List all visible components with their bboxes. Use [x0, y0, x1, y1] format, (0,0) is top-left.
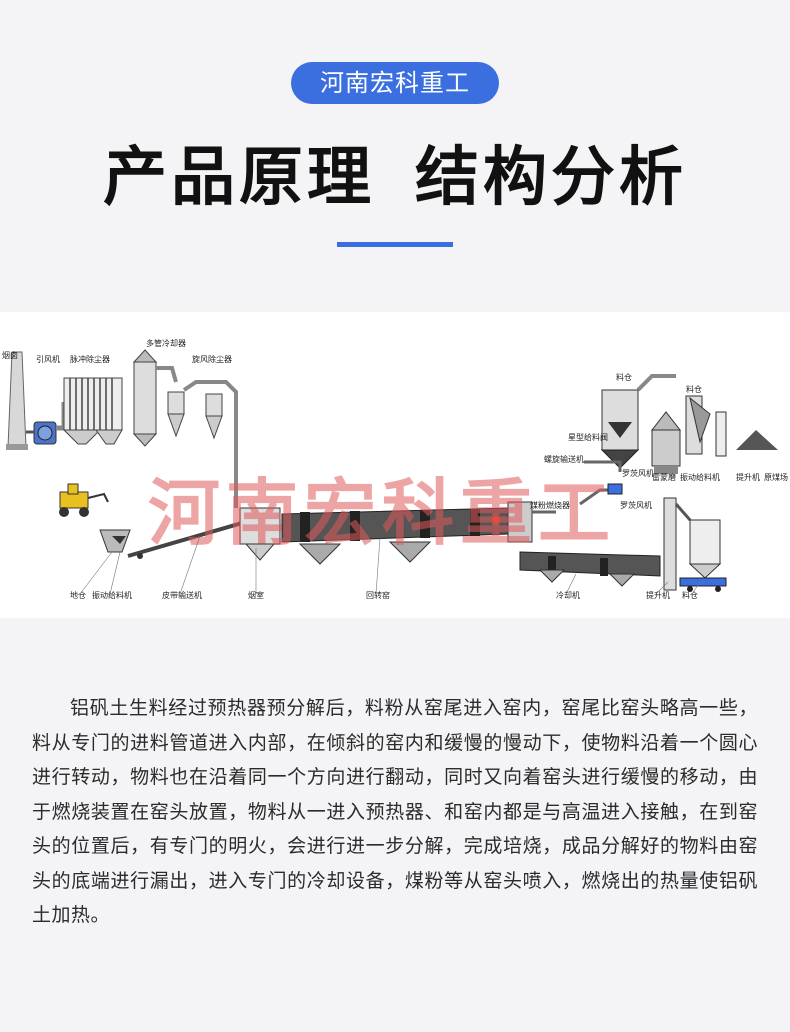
- label-raw-bin: 料仓: [616, 372, 632, 382]
- screw-feeder-line-shape: [579, 460, 623, 506]
- label-product-bin: 料仓: [682, 590, 698, 600]
- label-screw-conveyor: 螺旋输送机: [544, 454, 584, 464]
- label-feeder-valve: 星型给料阀: [568, 432, 608, 442]
- process-flow-diagram: 烟囱 引风机 脉冲除尘器 多管冷却器 旋风除尘器 料仓 星型给料阀 螺旋输送机 …: [0, 312, 790, 618]
- title-part-2: 结构分析: [415, 141, 687, 215]
- label-pit: 地仓: [70, 590, 86, 600]
- brand-badge: 河南宏科重工: [291, 62, 499, 104]
- label-pulse-dust: 脉冲除尘器: [70, 354, 110, 364]
- wheel-loader-shape: [59, 483, 109, 517]
- product-bin-shape: [679, 519, 727, 592]
- label-vib-feeder: 振动给料机: [92, 590, 132, 600]
- label-coal-burner: 煤粉燃烧器: [530, 500, 570, 510]
- cyclone-collectors-shape: [167, 380, 238, 508]
- label-vib-feeder-r: 振动给料机: [680, 472, 720, 482]
- label-multi-cooler: 多管冷却器: [146, 338, 186, 348]
- label-kiln-tail: 烟室: [248, 590, 264, 600]
- pulse-dust-collector-shape: [62, 377, 123, 445]
- cooler-shape: [519, 551, 661, 587]
- chimney-shape: [6, 351, 28, 450]
- raymond-mill-shape: [650, 411, 682, 474]
- coal-stockpile-shape: [736, 430, 778, 450]
- kiln-head-shape: [507, 501, 556, 543]
- label-belt: 皮带输送机: [162, 590, 202, 600]
- ground-pit-shape: [99, 529, 131, 553]
- label-mill: 雷蒙磨: [652, 472, 676, 482]
- title-part-1: 产品原理: [103, 141, 375, 215]
- process-diagram-svg: 烟囱 引风机 脉冲除尘器 多管冷却器 旋风除尘器 料仓 星型给料阀 螺旋输送机 …: [2, 338, 788, 600]
- label-hoist: 提升机: [646, 590, 670, 600]
- label-hoist-r: 提升机: [736, 472, 760, 482]
- rotary-kiln-shape: [281, 507, 511, 565]
- label-roots-fan-1: 罗茨风机: [622, 468, 654, 478]
- coal-hoist-shape: [685, 395, 727, 457]
- label-roots-fan-2: 罗茨风机: [620, 500, 652, 510]
- label-raw-bin-2: 料仓: [686, 384, 702, 394]
- principle-description: 铝矾土生料经过预热器预分解后，料粉从窑尾进入窑内，窑尾比窑头略高一些，料从专门的…: [32, 697, 758, 926]
- title-underline: [337, 242, 453, 247]
- smoke-chamber-shape: [239, 507, 281, 561]
- label-induced-fan: 引风机: [36, 354, 60, 364]
- label-rotary-kiln: 回转窑: [366, 590, 390, 600]
- label-chimney: 烟囱: [2, 350, 18, 360]
- product-hoist-shape: [663, 497, 692, 591]
- label-cyclone-dust: 旋风除尘器: [192, 354, 232, 364]
- page-title: 产品原理结构分析: [0, 138, 790, 218]
- multi-tube-cooler-shape: [132, 349, 178, 447]
- brand-watermark: 河南宏科重工: [148, 471, 616, 555]
- label-stockpile: 原煤场: [764, 472, 788, 482]
- leader-lines: [79, 535, 701, 595]
- coal-bin-shape: [600, 374, 676, 469]
- induced-fan-shape: [26, 402, 67, 445]
- label-cooler: 冷却机: [556, 590, 580, 600]
